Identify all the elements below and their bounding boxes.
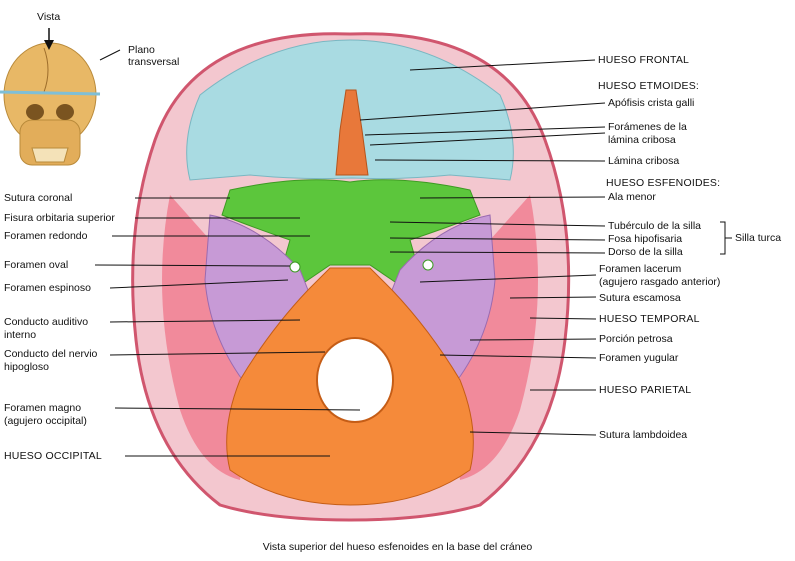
label-foramen-magno-line1: Foramen magno	[4, 402, 82, 414]
transverse-plane-line	[0, 90, 101, 96]
label-conducto-nervio-line2: hipogloso	[4, 361, 49, 373]
label-foramen-oval: Foramen oval	[4, 259, 69, 271]
label-foramen-lacerum-line1: Foramen lacerum	[599, 263, 682, 275]
label-fisura-orbitaria: Fisura orbitaria superior	[4, 212, 115, 224]
label-porcion-petrosa: Porción petrosa	[599, 333, 673, 345]
label-silla-turca: Silla turca	[735, 232, 782, 244]
label-hueso-esfenoides: HUESO ESFENOIDES:	[606, 177, 721, 189]
foramen-oval-left	[289, 261, 301, 273]
label-fosa-hipofisaria: Fosa hipofisaria	[608, 233, 683, 245]
label-hueso-temporal: HUESO TEMPORAL	[599, 313, 700, 325]
label-conducto-auditivo-line2: interno	[4, 329, 37, 341]
parietal-right	[450, 195, 538, 480]
label-dorso-silla: Dorso de la silla	[608, 246, 683, 258]
label-lamina-cribosa: Lámina cribosa	[608, 155, 680, 167]
label-foramen-espinoso: Foramen espinoso	[4, 282, 91, 294]
leader-lines	[94, 59, 732, 457]
label-plano-line2: transversal	[128, 56, 180, 68]
label-foramen-magno-line2: (agujero occipital)	[4, 415, 87, 427]
label-conducto-nervio-line1: Conducto del nervio	[4, 348, 98, 360]
skull-base	[131, 32, 571, 522]
ethmoid-crista-galli	[335, 89, 369, 176]
label-vista: Vista	[37, 11, 61, 23]
label-conducto-auditivo-line1: Conducto auditivo	[4, 316, 89, 328]
label-apofisis-crista-galli: Apófisis crista galli	[608, 97, 695, 109]
label-foramen-yugular: Foramen yugular	[599, 352, 679, 364]
inset-skull-illustration	[0, 28, 121, 166]
foramen-oval-right	[422, 259, 434, 271]
label-sutura-escamosa: Sutura escamosa	[599, 292, 681, 304]
label-hueso-parietal: HUESO PARIETAL	[599, 384, 692, 396]
label-sutura-coronal: Sutura coronal	[4, 192, 73, 204]
foramen-magnum	[316, 337, 394, 423]
label-hueso-frontal: HUESO FRONTAL	[598, 54, 690, 66]
label-hueso-occipital: HUESO OCCIPITAL	[4, 450, 102, 462]
label-sutura-lambdoidea: Sutura lambdoidea	[599, 429, 688, 441]
label-foramenes-line1: Forámenes de la	[608, 121, 687, 133]
label-foramen-lacerum-line2: (agujero rasgado anterior)	[599, 276, 721, 288]
label-ala-menor: Ala menor	[608, 191, 656, 203]
label-plano-line1: Plano	[128, 44, 155, 56]
label-hueso-etmoides: HUESO ETMOIDES:	[598, 80, 700, 92]
label-tuberculo-silla: Tubérculo de la silla	[608, 220, 701, 232]
label-foramenes-line2: lámina cribosa	[608, 134, 676, 146]
label-foramen-redondo: Foramen redondo	[4, 230, 88, 242]
figure-caption: Vista superior del hueso esfenoides en l…	[262, 541, 533, 553]
